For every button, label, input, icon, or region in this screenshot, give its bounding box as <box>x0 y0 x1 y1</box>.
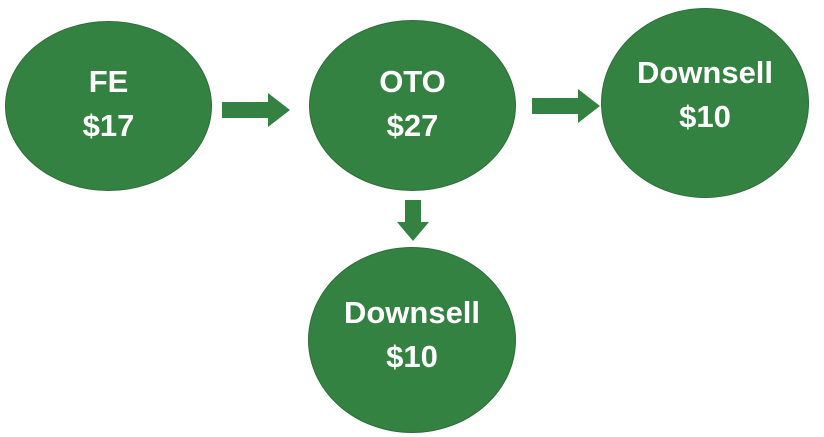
node-oto: OTO $27 <box>309 20 516 191</box>
node-downsell-right: Downsell $10 <box>601 8 809 198</box>
node-downsell-bottom-price: $10 <box>386 339 438 374</box>
arrow-oto-to-downsell-bottom <box>397 200 429 241</box>
node-downsell-bottom: Downsell $10 <box>308 247 516 433</box>
node-fe: FE $17 <box>5 21 212 191</box>
node-downsell-right-label: Downsell <box>636 55 774 90</box>
node-downsell-right-price: $10 <box>679 99 731 134</box>
node-downsell-bottom-label: Downsell <box>343 295 481 330</box>
node-oto-label: OTO <box>379 63 446 99</box>
arrow-fe-to-oto <box>222 93 290 127</box>
node-oto-price: $27 <box>386 107 439 143</box>
node-fe-label: FE <box>88 64 129 99</box>
node-fe-price: $17 <box>82 108 135 143</box>
arrow-oto-to-downsell-right <box>532 89 600 123</box>
